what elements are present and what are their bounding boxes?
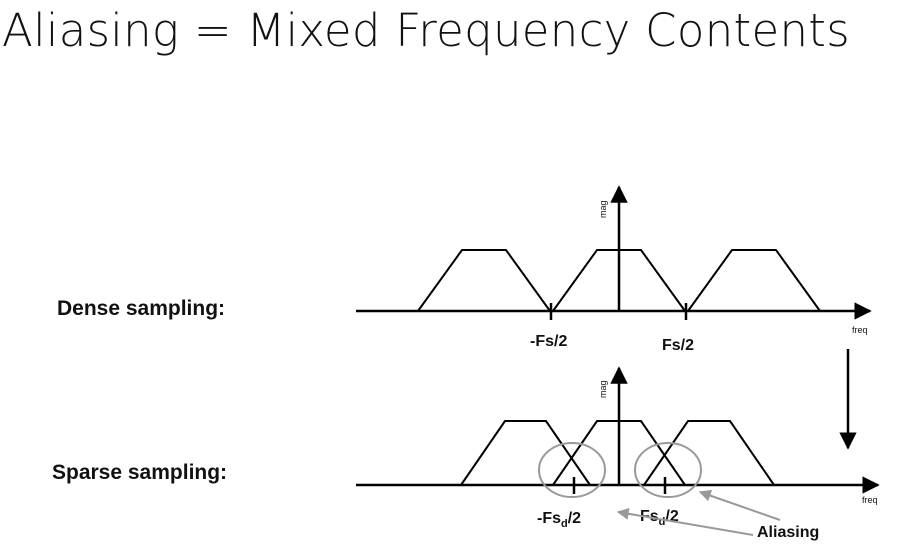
dense-tick-neg-label: -Fs/2: [530, 333, 567, 350]
sparse-tick-neg-label: -Fsd/2: [537, 510, 581, 530]
aliasing-annotation: Aliasing: [757, 524, 819, 541]
dense-replica-left: [417, 249, 551, 312]
dense-spectrum: mag freq -Fs/2 Fs/2: [356, 185, 872, 354]
sparse-spectrum: mag freq -Fsd/2 Fsd/2 Aliasing: [356, 366, 880, 541]
dense-sampling-label: Dense sampling:: [57, 297, 226, 320]
sparse-sampling-label: Sparse sampling:: [52, 461, 228, 484]
sparse-replica-right: [643, 420, 775, 486]
dense-replica-center: [552, 249, 686, 312]
dense-tick-pos-label: Fs/2: [662, 337, 694, 354]
dense-mag-label: mag: [598, 200, 608, 218]
aliasing-highlight-right: [634, 442, 702, 498]
sparse-tick-pos-label: Fsd/2: [640, 508, 679, 528]
sparse-mag-label: mag: [598, 380, 608, 398]
dense-replica-right: [687, 249, 821, 312]
dense-freq-label: freq: [852, 325, 868, 335]
aliasing-highlight-left: [538, 442, 606, 498]
sparse-freq-label: freq: [862, 495, 878, 505]
sparse-replica-left: [460, 420, 591, 486]
sparse-replica-center: [552, 420, 686, 486]
aliasing-pointer-right: [698, 489, 781, 521]
aliasing-pointer-left: [616, 507, 754, 536]
page-title: Aliasing = Mixed Frequency Contents: [2, 4, 850, 57]
